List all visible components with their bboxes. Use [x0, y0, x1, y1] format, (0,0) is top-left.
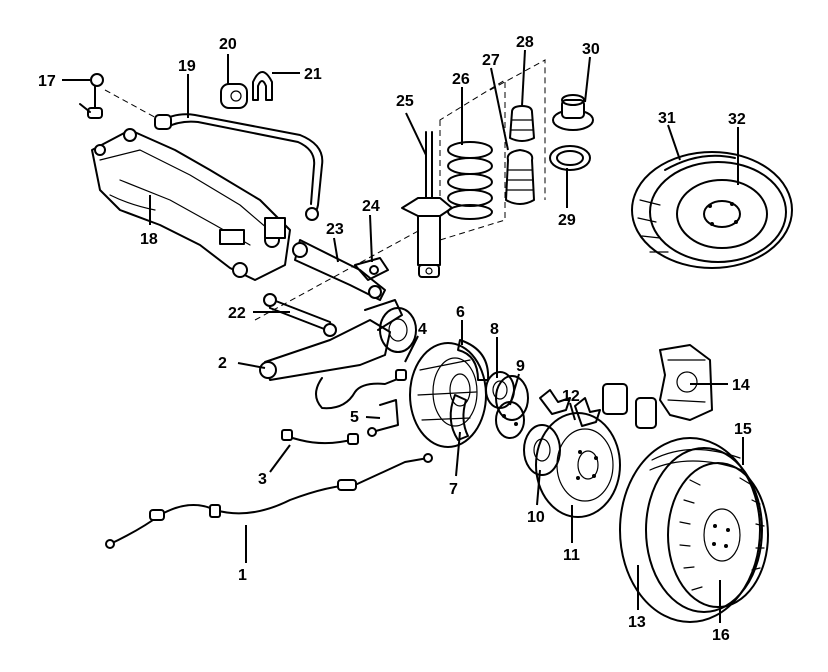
stabilizer-bush-drawing — [220, 83, 248, 109]
part-number-21: 21 — [304, 66, 322, 83]
trailing-arm-drawing — [259, 299, 417, 381]
brake-hose-drawing — [315, 369, 407, 437]
brake-caliper-drawing — [659, 344, 713, 421]
dust-boot-drawing — [509, 105, 535, 142]
brake-pipe-drawing — [281, 429, 359, 445]
part-number-12: 12 — [562, 388, 580, 405]
part-number-2: 2 — [218, 355, 227, 372]
part-number-24: 24 — [362, 198, 380, 215]
shock-absorber-drawing — [401, 131, 453, 278]
bump-stop-drawing — [505, 149, 535, 205]
brake-shoe-drawing — [449, 339, 490, 441]
part-number-8: 8 — [490, 321, 499, 338]
part-number-4: 4 — [418, 321, 427, 338]
part-number-31: 31 — [658, 110, 676, 127]
part-number-26: 26 — [452, 71, 470, 88]
subframe-drawing — [91, 128, 291, 281]
stabilizer-link-drawing — [79, 73, 104, 119]
part-number-30: 30 — [582, 41, 600, 58]
part-number-32: 32 — [728, 111, 746, 128]
part-number-25: 25 — [396, 93, 414, 110]
part-number-5: 5 — [350, 409, 359, 426]
part-number-29: 29 — [558, 212, 576, 229]
part-number-1: 1 — [238, 567, 247, 584]
wheel-bearing-drawing — [485, 371, 529, 421]
part-number-20: 20 — [219, 36, 237, 53]
part-number-28: 28 — [516, 34, 534, 51]
brake-pads-drawing — [539, 383, 657, 429]
stabilizer-bar-drawing — [154, 113, 324, 221]
leader-lines — [62, 49, 744, 623]
part-number-22: 22 — [228, 305, 246, 322]
strut-mount-drawing — [552, 94, 594, 131]
part-number-3: 3 — [258, 471, 267, 488]
part-number-27: 27 — [482, 52, 500, 69]
part-number-6: 6 — [456, 304, 465, 321]
part-number-10: 10 — [527, 509, 545, 526]
part-number-7: 7 — [449, 481, 458, 498]
lower-link-drawing — [263, 293, 337, 337]
coil-spring-drawing — [447, 141, 493, 220]
wheel-hub-drawing — [523, 424, 561, 476]
part-number-14: 14 — [732, 377, 750, 394]
brake-disc-drawing — [535, 412, 621, 518]
road-wheel-drawing — [667, 462, 769, 608]
spare-wheel-drawing — [676, 179, 768, 249]
part-number-18: 18 — [140, 231, 158, 248]
part-number-23: 23 — [326, 221, 344, 238]
part-number-15: 15 — [734, 421, 752, 438]
backing-plate-drawing — [409, 342, 487, 448]
spring-seat-drawing — [549, 145, 591, 171]
part-number-13: 13 — [628, 614, 646, 631]
part-number-16: 16 — [712, 627, 730, 644]
part-number-11: 11 — [563, 547, 580, 564]
part-number-19: 19 — [178, 58, 196, 75]
part-number-17: 17 — [38, 73, 56, 90]
abs-sensor-cable-drawing — [105, 453, 433, 549]
bush-clamp-drawing — [252, 71, 273, 101]
part-number-9: 9 — [516, 358, 525, 375]
spare-tyre-drawing — [631, 151, 793, 269]
part-number-labels: 1 2 3 4 5 6 7 8 9 10 11 12 13 14 15 16 1… — [38, 34, 752, 644]
road-tyre-drawing — [619, 437, 763, 623]
